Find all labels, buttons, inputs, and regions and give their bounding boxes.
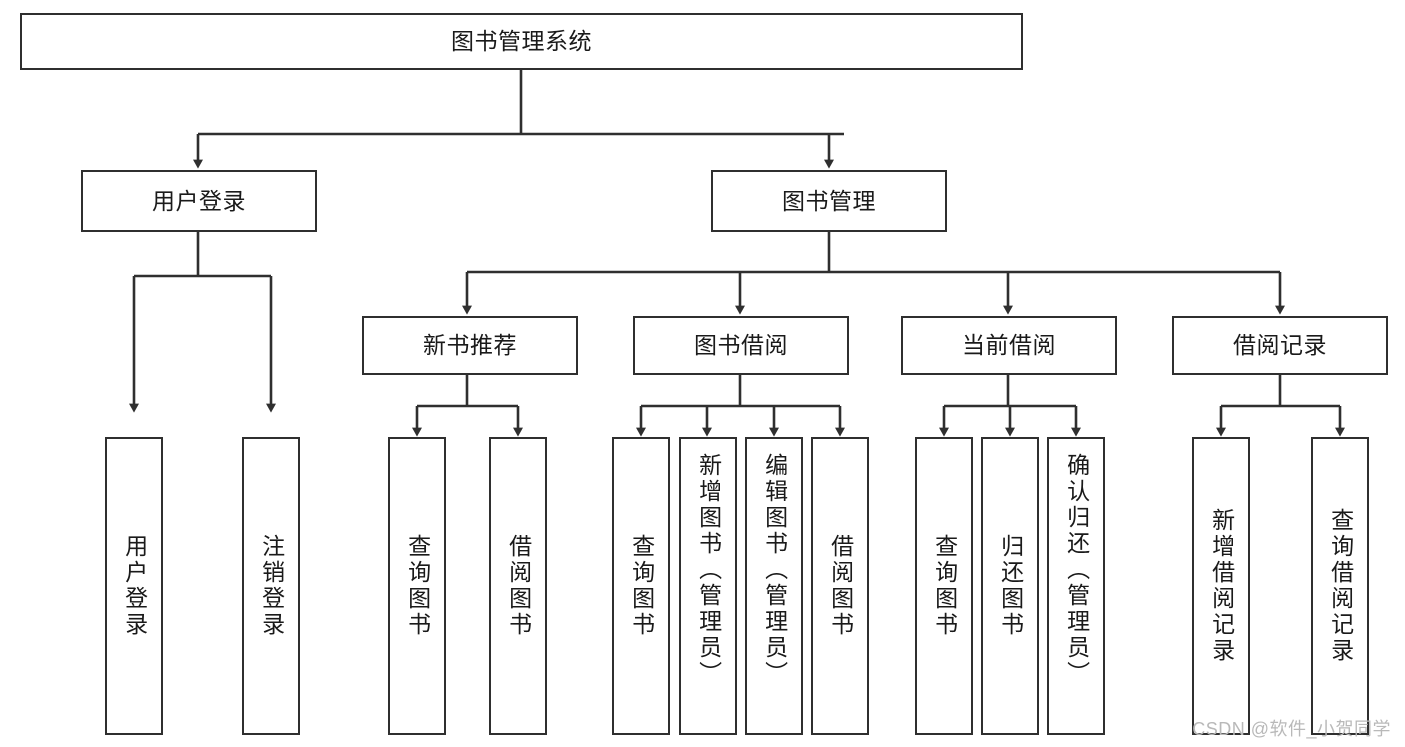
node-current-borrow[interactable]: 当前借阅 [901, 316, 1117, 375]
leaf-bb-query-book[interactable]: 查询图书 [612, 437, 670, 735]
leaf-cb-query-book[interactable]: 查询图书 [915, 437, 973, 735]
leaf-user-login-label: 用户登录 [121, 534, 148, 638]
leaf-br-add-record[interactable]: 新增借阅记录 [1192, 437, 1250, 735]
node-book-management-label: 图书管理 [782, 187, 876, 214]
node-user-login-label: 用户登录 [152, 187, 246, 214]
node-new-book-recommend[interactable]: 新书推荐 [362, 316, 578, 375]
leaf-nb-query-book-label: 查询图书 [404, 534, 431, 638]
leaf-bb-edit-book[interactable]: 编辑图书（管理员） [745, 437, 803, 735]
leaf-bb-query-book-label: 查询图书 [628, 534, 655, 638]
leaf-cb-confirm-return-label: 确认归还（管理员） [1063, 453, 1090, 687]
node-book-management[interactable]: 图书管理 [711, 170, 947, 232]
leaf-cb-return-book-label: 归还图书 [997, 534, 1024, 638]
node-current-borrow-label: 当前借阅 [962, 332, 1056, 359]
leaf-nb-query-book[interactable]: 查询图书 [388, 437, 446, 735]
node-root[interactable]: 图书管理系统 [20, 13, 1023, 70]
csdn-watermark: CSDN @软件_小贺同学 [1192, 719, 1391, 739]
leaf-logout-label: 注销登录 [258, 534, 285, 638]
leaf-bb-add-book[interactable]: 新增图书（管理员） [679, 437, 737, 735]
leaf-nb-borrow-book[interactable]: 借阅图书 [489, 437, 547, 735]
node-borrow-record-label: 借阅记录 [1233, 332, 1327, 359]
leaf-cb-query-book-label: 查询图书 [931, 534, 958, 638]
leaf-bb-borrow-book[interactable]: 借阅图书 [811, 437, 869, 735]
node-new-book-recommend-label: 新书推荐 [423, 332, 517, 359]
node-book-borrow-label: 图书借阅 [694, 332, 788, 359]
leaf-bb-edit-book-label: 编辑图书（管理员） [761, 453, 788, 687]
leaf-cb-confirm-return[interactable]: 确认归还（管理员） [1047, 437, 1105, 735]
node-book-borrow[interactable]: 图书借阅 [633, 316, 849, 375]
leaf-user-login[interactable]: 用户登录 [105, 437, 163, 735]
leaf-br-add-record-label: 新增借阅记录 [1208, 508, 1235, 664]
node-borrow-record[interactable]: 借阅记录 [1172, 316, 1388, 375]
leaf-br-query-record[interactable]: 查询借阅记录 [1311, 437, 1369, 735]
node-user-login[interactable]: 用户登录 [81, 170, 317, 232]
leaf-nb-borrow-book-label: 借阅图书 [505, 534, 532, 638]
leaf-bb-borrow-book-label: 借阅图书 [827, 534, 854, 638]
leaf-cb-return-book[interactable]: 归还图书 [981, 437, 1039, 735]
leaf-logout[interactable]: 注销登录 [242, 437, 300, 735]
node-root-label: 图书管理系统 [451, 28, 592, 55]
leaf-br-query-record-label: 查询借阅记录 [1327, 508, 1354, 664]
leaf-bb-add-book-label: 新增图书（管理员） [695, 453, 722, 687]
